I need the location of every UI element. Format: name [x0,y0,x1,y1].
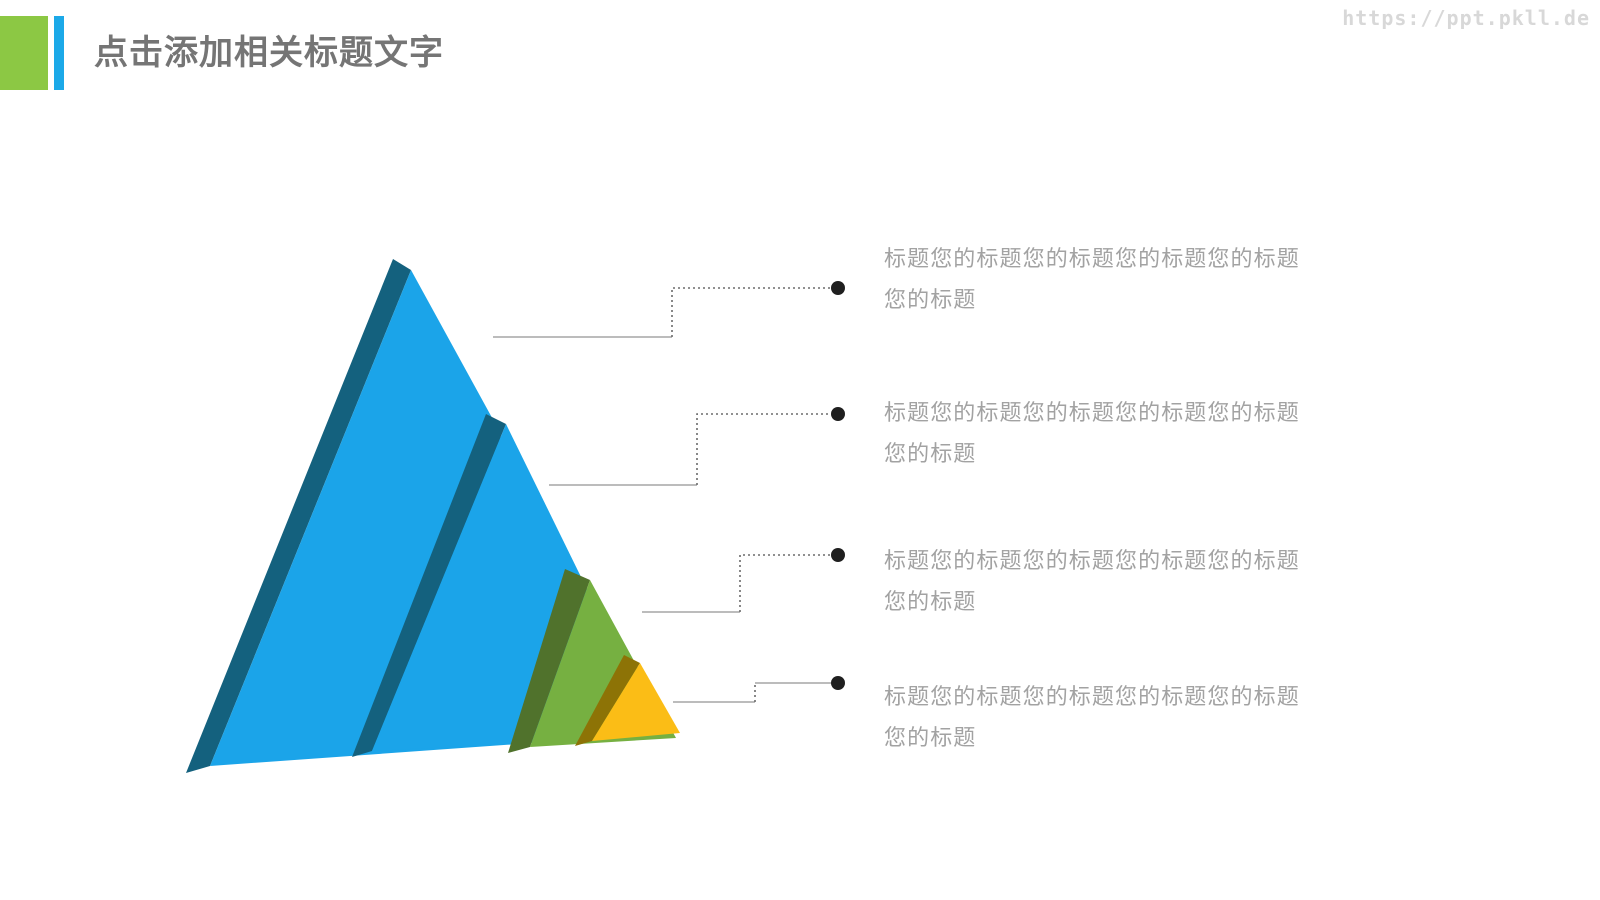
connector-4 [673,676,845,703]
pyramid-slice-4 [575,655,680,746]
connector-1 [493,281,845,338]
item-text-3: 标题您的标题您的标题您的标题您的标题您的标题 [884,548,1300,614]
pyramid-slice-3-side [508,569,590,753]
pyramid-slice-4-side [575,655,640,746]
connector-3-dotted [739,554,831,612]
connector-2-dotted [696,413,831,485]
pyramid-slice-4-front [592,663,680,741]
item-text-1: 标题您的标题您的标题您的标题您的标题您的标题 [884,246,1300,312]
item-text-2: 标题您的标题您的标题您的标题您的标题您的标题 [884,400,1300,466]
connector-dot-3 [831,548,845,562]
accent-green-block [0,16,48,90]
accent-blue-bar [54,16,64,90]
pyramid-slice-2-side [352,414,506,757]
connector-3 [642,548,845,613]
connector-dot-4 [831,676,845,690]
connector-dot-2 [831,407,845,421]
connector-2 [549,407,845,486]
slide-title: 点击添加相关标题文字 [94,34,444,72]
connector-1-dotted [671,287,831,337]
watermark-url: https://ppt.pkll.de [1342,6,1590,30]
connector-dot-1 [831,281,845,295]
pyramid-slice-1-side [186,259,411,773]
item-text-4: 标题您的标题您的标题您的标题您的标题您的标题 [884,684,1300,750]
